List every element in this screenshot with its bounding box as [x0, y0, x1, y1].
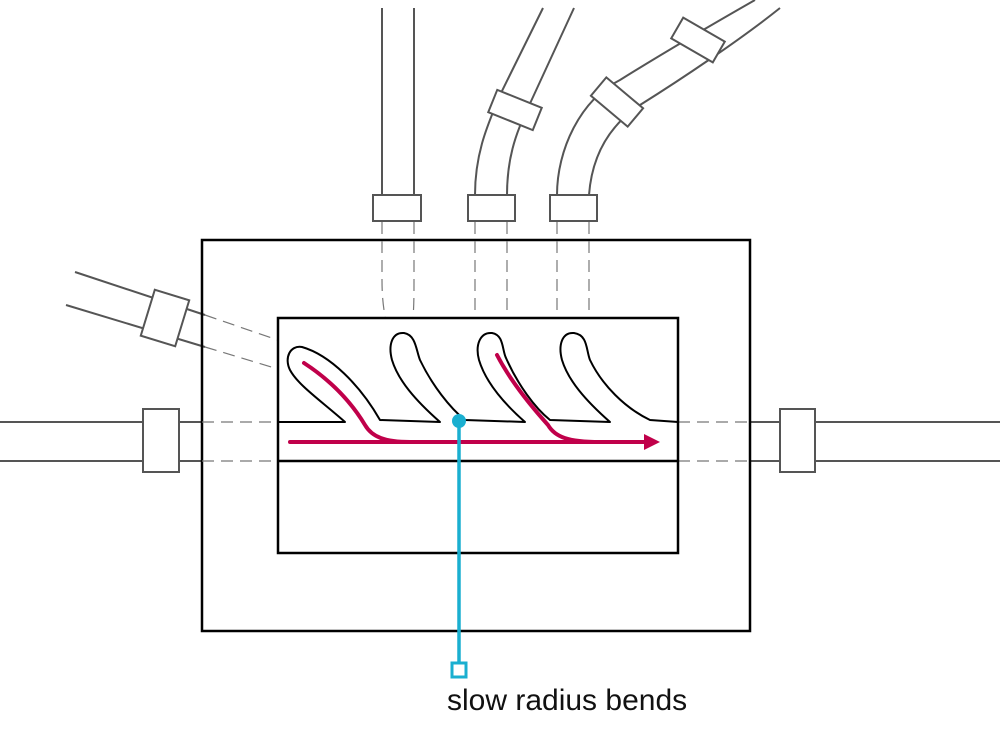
junction-box-outer: [200, 238, 752, 633]
flow-arrows: [288, 353, 648, 444]
conduit-top-bend-1-coupling-lower: [467, 194, 516, 222]
conduit-top-straight-coupling: [372, 194, 422, 222]
flow-arrowhead: [644, 434, 660, 450]
conduit-left-angled-coupling: [139, 288, 191, 348]
conduit-top-bend-2: [556, 0, 781, 196]
inner-sweep-frame: [276, 316, 680, 555]
sweep-channel-outline: [278, 331, 679, 423]
conduit-top-straight: [381, 8, 415, 195]
conduit-top-bend-2-coupling-mid: [589, 75, 645, 129]
conduit-top-bend-2-coupling-upper: [669, 16, 727, 64]
conduit-right-straight-coupling: [779, 408, 816, 473]
callout-end-marker: [450, 661, 468, 679]
conduit-top-bend-2-coupling-lower: [549, 194, 598, 222]
conduit-top-bend-1-coupling-upper: [486, 88, 544, 132]
conduit-left-straight: [0, 421, 202, 462]
callout-leader: [450, 414, 468, 679]
callout-label: slow radius bends: [447, 684, 688, 717]
conduit-right-straight: [750, 421, 1000, 462]
conduit-left-straight-coupling: [142, 408, 180, 473]
